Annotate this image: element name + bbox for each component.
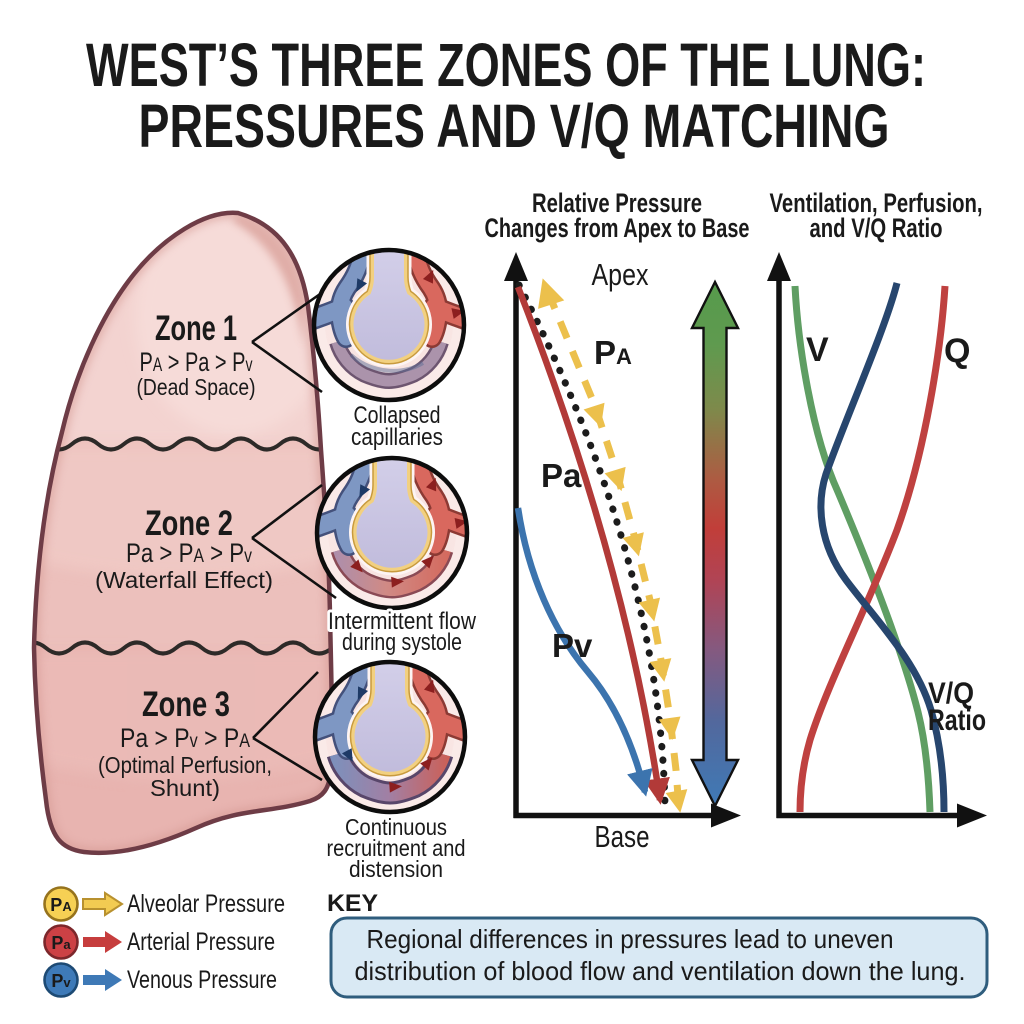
svg-text:PA > Pa > Pv: PA > Pa > Pv: [139, 347, 252, 377]
svg-text:Apex: Apex: [592, 257, 649, 292]
svg-text:Venous Pressure: Venous Pressure: [127, 966, 277, 994]
svg-text:Arterial Pressure: Arterial Pressure: [127, 928, 275, 956]
svg-text:recruitment and: recruitment and: [327, 835, 466, 861]
svg-text:PRESSURES AND V/Q MATCHING: PRESSURES AND V/Q MATCHING: [139, 92, 890, 160]
svg-text:distribution of blood flow and: distribution of blood flow and ventilati…: [355, 956, 966, 986]
svg-text:Zone 2: Zone 2: [145, 504, 233, 543]
svg-text:Intermittent flow: Intermittent flow: [328, 608, 477, 635]
svg-text:Pa: Pa: [541, 457, 582, 494]
svg-text:Alveolar Pressure: Alveolar Pressure: [127, 890, 285, 918]
svg-text:PA: PA: [594, 334, 632, 371]
svg-text:Changes from Apex to Base: Changes from Apex to Base: [485, 213, 750, 243]
svg-text:Q: Q: [944, 332, 970, 370]
svg-text:PA: PA: [50, 895, 72, 915]
svg-text:V/Q: V/Q: [928, 677, 974, 710]
svg-text:and V/Q Ratio: and V/Q Ratio: [810, 213, 943, 243]
svg-text:Zone 3: Zone 3: [142, 685, 230, 724]
svg-text:Base: Base: [595, 819, 650, 854]
svg-text:Collapsed: Collapsed: [354, 402, 441, 429]
svg-text:Shunt): Shunt): [150, 775, 220, 801]
svg-text:WEST’S THREE ZONES OF THE LUNG: WEST’S THREE ZONES OF THE LUNG:: [86, 31, 926, 99]
svg-text:during systole: during systole: [342, 629, 462, 656]
svg-text:Pa > PA > Pv: Pa > PA > Pv: [126, 538, 252, 568]
svg-text:Ratio: Ratio: [928, 704, 986, 737]
svg-text:distension: distension: [349, 856, 443, 882]
svg-text:Pv: Pv: [552, 627, 593, 664]
svg-text:Pa: Pa: [51, 933, 71, 953]
svg-text:KEY: KEY: [327, 890, 378, 917]
svg-text:V: V: [806, 331, 829, 369]
svg-text:Pa > Pv > PA: Pa > Pv > PA: [120, 723, 250, 753]
svg-text:Pv: Pv: [51, 971, 71, 991]
svg-text:(Optimal Perfusion,: (Optimal Perfusion,: [98, 752, 272, 778]
svg-text:Zone 1: Zone 1: [155, 309, 237, 348]
svg-text:Relative Pressure: Relative Pressure: [532, 188, 702, 218]
svg-text:Ventilation, Perfusion,: Ventilation, Perfusion,: [770, 188, 983, 218]
svg-text:capillaries: capillaries: [351, 424, 443, 451]
svg-text:Continuous: Continuous: [345, 814, 447, 840]
svg-text:(Dead Space): (Dead Space): [137, 374, 256, 400]
svg-text:(Waterfall Effect): (Waterfall Effect): [95, 567, 273, 593]
svg-text:Regional differences in pressu: Regional differences in pressures lead t…: [367, 924, 894, 954]
